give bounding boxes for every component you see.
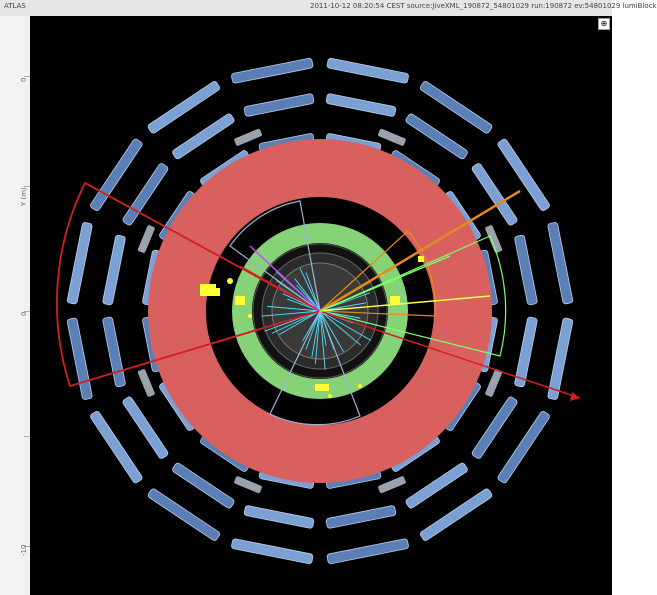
muon-track-red [319, 310, 581, 399]
y-axis-ruler: 0 Y (m) 0 -10 [0, 16, 30, 595]
muon-chamber [547, 317, 574, 400]
energy-cluster [418, 256, 424, 262]
inner-track [319, 310, 361, 346]
ruler-label-axis: Y (m) [20, 187, 28, 206]
inner-track [267, 305, 321, 312]
support-structure [137, 369, 155, 397]
energy-hit [328, 394, 332, 398]
ruler-tick [24, 311, 30, 312]
inner-track [319, 310, 327, 346]
energy-hit [227, 278, 233, 284]
muon-track-arrow [570, 392, 580, 401]
muon-chamber [405, 462, 468, 509]
title-bar: ATLAS 2011-10-12 08:20:54 CEST source:Ji… [0, 0, 657, 17]
energy-hit [358, 384, 362, 388]
support-structure [378, 476, 406, 494]
inner-track [311, 310, 321, 358]
muon-chamber [405, 113, 468, 160]
muon-chamber [243, 505, 315, 529]
hadronic-ring [148, 139, 492, 483]
muon-chamber [420, 488, 493, 541]
inner-track [319, 310, 344, 352]
muon-chamber [147, 488, 220, 541]
muon-chamber [122, 396, 169, 459]
energy-deposits [200, 256, 424, 398]
muon-chamber [66, 317, 93, 400]
inner-track [319, 310, 326, 370]
muon-chamber [497, 138, 550, 211]
jet-cone-red [56, 181, 323, 388]
support-structure [234, 476, 262, 494]
track-magenta [249, 245, 321, 312]
energy-cluster [235, 296, 245, 305]
ruler-tick [24, 546, 30, 547]
event-display-svg[interactable] [30, 16, 612, 595]
muon-chamber [420, 81, 493, 134]
muon-chamber [514, 316, 538, 388]
muon-chamber [497, 411, 550, 484]
inner-track [294, 278, 321, 312]
support-structure [485, 225, 503, 253]
muon-chamber [243, 93, 315, 117]
muon-chamber [326, 57, 409, 84]
jet-axis-red [239, 265, 321, 312]
energy-cluster [315, 384, 329, 391]
inner-track [299, 268, 321, 312]
muon-chamber [231, 538, 314, 565]
muon-chamber [102, 316, 126, 388]
inner-track [279, 310, 321, 335]
event-display-canvas[interactable] [30, 16, 612, 595]
inner-track [305, 272, 321, 312]
muon-chamber [514, 234, 538, 306]
muon-chamber [325, 93, 397, 117]
support-structure [234, 128, 262, 146]
energy-hit [248, 314, 252, 318]
event-info: 2011-10-12 08:20:54 CEST source:JiveXML_… [310, 2, 657, 10]
muon-chamber [547, 222, 574, 305]
inner-track [314, 310, 321, 364]
muon-track-orange [319, 189, 521, 313]
support-structure [137, 225, 155, 253]
inner-track [319, 310, 372, 341]
inner-track [261, 310, 321, 317]
ruler-tick [24, 186, 30, 187]
muon-chamber [172, 462, 235, 509]
zoom-button[interactable]: ⊕ [598, 18, 610, 30]
jet-cone-orange [318, 230, 436, 317]
ruler-tick [24, 76, 30, 77]
track-green [319, 255, 451, 312]
jet-cones [56, 181, 507, 426]
muon-chamber [147, 81, 220, 134]
app-title: ATLAS [4, 2, 26, 10]
ruler-label-bottom: -10 [20, 544, 28, 556]
jet-cone-top-left [229, 200, 321, 313]
calorimeter-hadronic [148, 139, 492, 483]
muon-chamber [172, 113, 235, 160]
ruler-label-top: 0 [20, 77, 28, 82]
energy-cluster [390, 296, 400, 304]
muon-chamber [325, 505, 397, 529]
ruler-label-middle: 0 [20, 311, 28, 316]
muon-chamber [90, 411, 143, 484]
muon-chamber [231, 57, 314, 84]
muon-chamber [66, 222, 93, 305]
inner-track [271, 310, 321, 334]
muon-chamber [326, 538, 409, 565]
jet-cone-bottom [269, 309, 361, 426]
energy-cluster [212, 288, 220, 296]
ruler-tick [24, 436, 30, 437]
jet-cone-green [318, 235, 507, 357]
muon-chamber [471, 163, 518, 226]
track-yellow [319, 295, 491, 312]
muon-chamber [471, 396, 518, 459]
long-tracks [239, 189, 581, 401]
muon-chamber [102, 234, 126, 306]
support-structure [378, 128, 406, 146]
inner-track [305, 310, 321, 350]
support-structure [485, 369, 503, 397]
